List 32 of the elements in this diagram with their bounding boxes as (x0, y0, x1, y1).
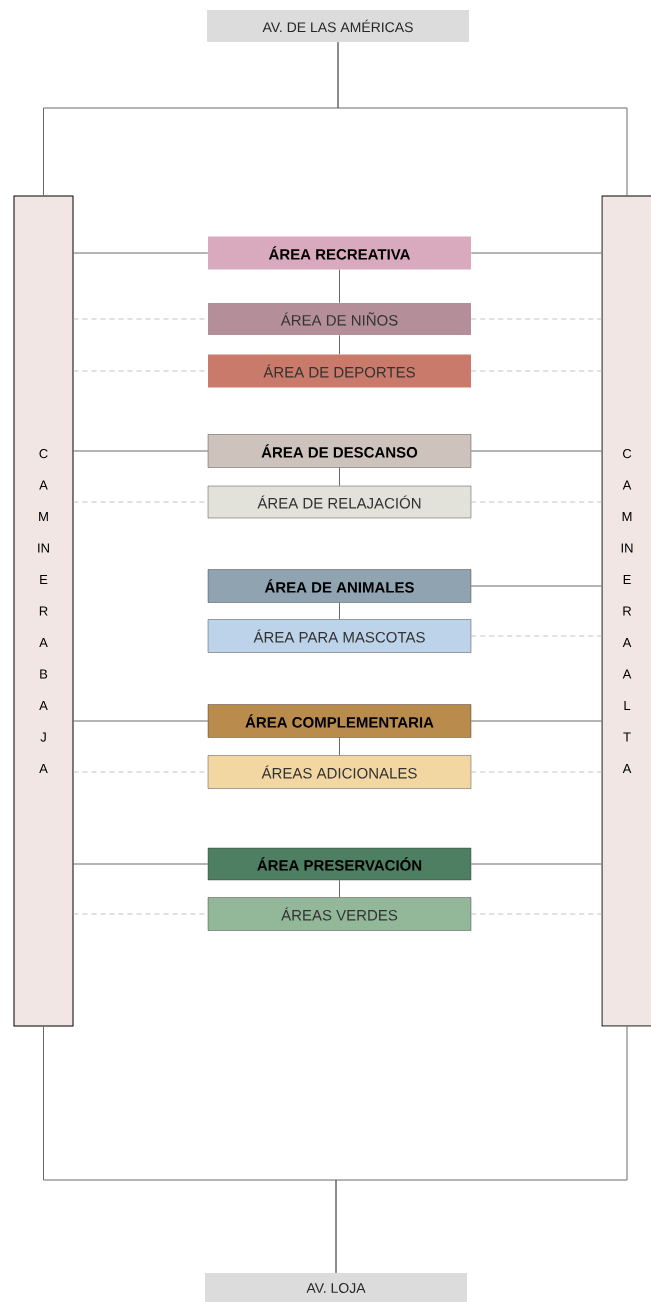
connector-line (339, 269, 340, 304)
connector-line (73, 252, 209, 254)
connector-line (470, 720, 602, 722)
connector-line (470, 863, 602, 865)
road-label-box: AV. LOJA (205, 1273, 467, 1302)
connector-line (337, 41, 628, 196)
zone-box: ÁREA COMPLEMENTARIA (207, 704, 472, 738)
subzone-box: ÁREA PARA MASCOTAS (207, 619, 472, 653)
connector-line (73, 863, 209, 865)
subzone-box: ÁREA DE RELAJACIÓN (207, 485, 472, 519)
connector-line (470, 450, 602, 452)
connector-line (339, 879, 340, 898)
zone-box: ÁREA PRESERVACIÓN (207, 847, 472, 881)
subzone-box: ÁREA DE NIÑOS (208, 303, 471, 335)
subzone-box: ÁREAS VERDES (207, 897, 472, 931)
connector-line (335, 1026, 628, 1274)
connector-line (339, 334, 340, 355)
connector-line (73, 450, 209, 452)
walkway-box: CAMINERA ALTA (601, 195, 651, 1027)
zone-box: ÁREA DE ANIMALES (207, 569, 472, 603)
connector-line (339, 737, 340, 756)
zone-box: ÁREA DE DESCANSO (207, 434, 472, 468)
connector-line (73, 720, 209, 722)
zone-box: ÁREA RECREATIVA (208, 236, 471, 270)
connector-line (470, 585, 602, 587)
connector-line (339, 467, 340, 487)
connector-line (339, 602, 340, 620)
walkway-box: CAMINERA BAJA (13, 195, 74, 1027)
connector-line (470, 252, 602, 254)
road-label-box: AV. DE LAS AMÉRICAS (207, 10, 469, 42)
subzone-box: ÁREAS ADICIONALES (207, 755, 472, 789)
subzone-box: ÁREA DE DEPORTES (208, 354, 471, 388)
